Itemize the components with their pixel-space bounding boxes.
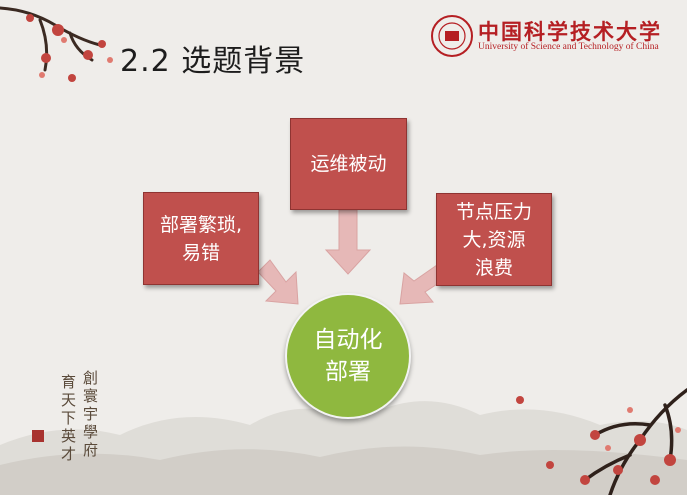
university-name-english: University of Science and Technology of … [478,42,659,52]
calligraphy-inscription: 創寰宇學府 育天下英才 [30,370,140,490]
left-box-label: 部署繁琐, 易错 [160,211,242,267]
university-seal-icon [430,14,474,58]
center-circle: 自动化 部署 [285,293,411,419]
plum-blossom-branch-icon [490,370,687,495]
calligraphy-column-1: 創寰宇學府 [80,370,101,460]
arrow-left-to-center [258,260,298,304]
plum-blossom-branch-icon [0,0,130,110]
arrow-down [326,210,370,274]
calligraphy-column-2: 育天下英才 [58,374,79,464]
red-seal-stamp [32,430,44,442]
university-logo: 中国科学技术大学 University of Science and Techn… [430,14,680,60]
right-box: 节点压力 大,资源 浪费 [436,193,552,286]
top-box: 运维被动 [290,118,407,210]
top-box-label: 运维被动 [310,150,386,178]
left-box: 部署繁琐, 易错 [143,192,259,285]
right-box-label: 节点压力 大,资源 浪费 [456,198,532,282]
slide-title: 2.2 选题背景 [120,36,305,80]
center-label: 自动化 部署 [314,324,383,388]
